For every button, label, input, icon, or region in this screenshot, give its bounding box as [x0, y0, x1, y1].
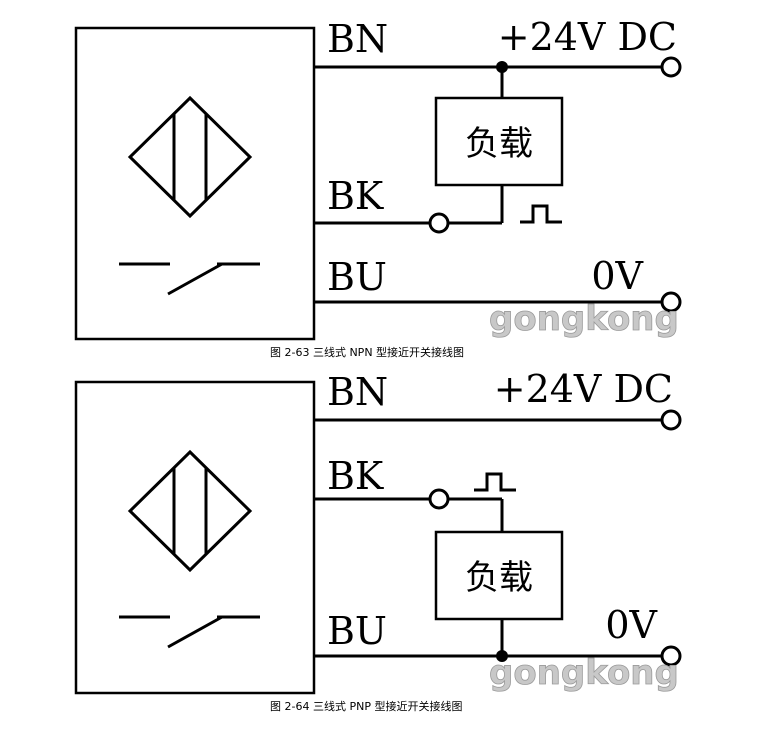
pnp-pulse-icon [474, 472, 516, 492]
pnp-bu-label: BU [327, 609, 387, 653]
npn-bn-label: BN [327, 17, 388, 61]
pnp-load-box [434, 530, 564, 621]
pnp-sensor-body [74, 380, 316, 695]
pnp-bn-label: BN [327, 370, 388, 414]
pnp-bu-junction [496, 650, 508, 662]
npn-bu-label: BU [327, 255, 387, 299]
npn-bk-terminal [428, 212, 450, 234]
npn-sensor-body [74, 26, 316, 341]
npn-pulse-icon [520, 204, 562, 224]
pnp-zero-terminal [660, 645, 682, 667]
pnp-watermark: gongkong [489, 653, 679, 693]
pnp-positive-terminal [660, 409, 682, 431]
pnp-bk-terminal [428, 488, 450, 510]
npn-diagram: 负载 BN BK BU +24V DC 0V gongkong 图 2-63 三… [74, 15, 682, 359]
npn-positive-label: +24V DC [498, 15, 677, 59]
pnp-load-label: 负载 [465, 558, 533, 598]
npn-load-label: 负载 [465, 124, 533, 164]
npn-zero-terminal [660, 291, 682, 313]
pnp-caption: 图 2-64 三线式 PNP 型接近开关接线图 [270, 699, 462, 713]
npn-watermark: gongkong [489, 299, 679, 339]
pnp-zero-label: 0V [605, 603, 657, 647]
npn-load-box [434, 96, 564, 187]
npn-positive-terminal [660, 56, 682, 78]
pnp-proximity-sensor-icon [127, 449, 253, 573]
pnp-diagram: 负载 BN BK BU +24V DC 0V gongkong 图 2-64 三… [74, 367, 682, 713]
pnp-switch-contact-icon [119, 615, 260, 649]
npn-zero-label: 0V [591, 254, 643, 298]
pnp-positive-label: +24V DC [494, 367, 673, 411]
pnp-bk-label: BK [327, 454, 384, 498]
npn-switch-contact-icon [119, 262, 260, 296]
npn-caption: 图 2-63 三线式 NPN 型接近开关接线图 [270, 345, 464, 359]
npn-bk-label: BK [327, 174, 384, 218]
npn-proximity-sensor-icon [127, 95, 253, 219]
